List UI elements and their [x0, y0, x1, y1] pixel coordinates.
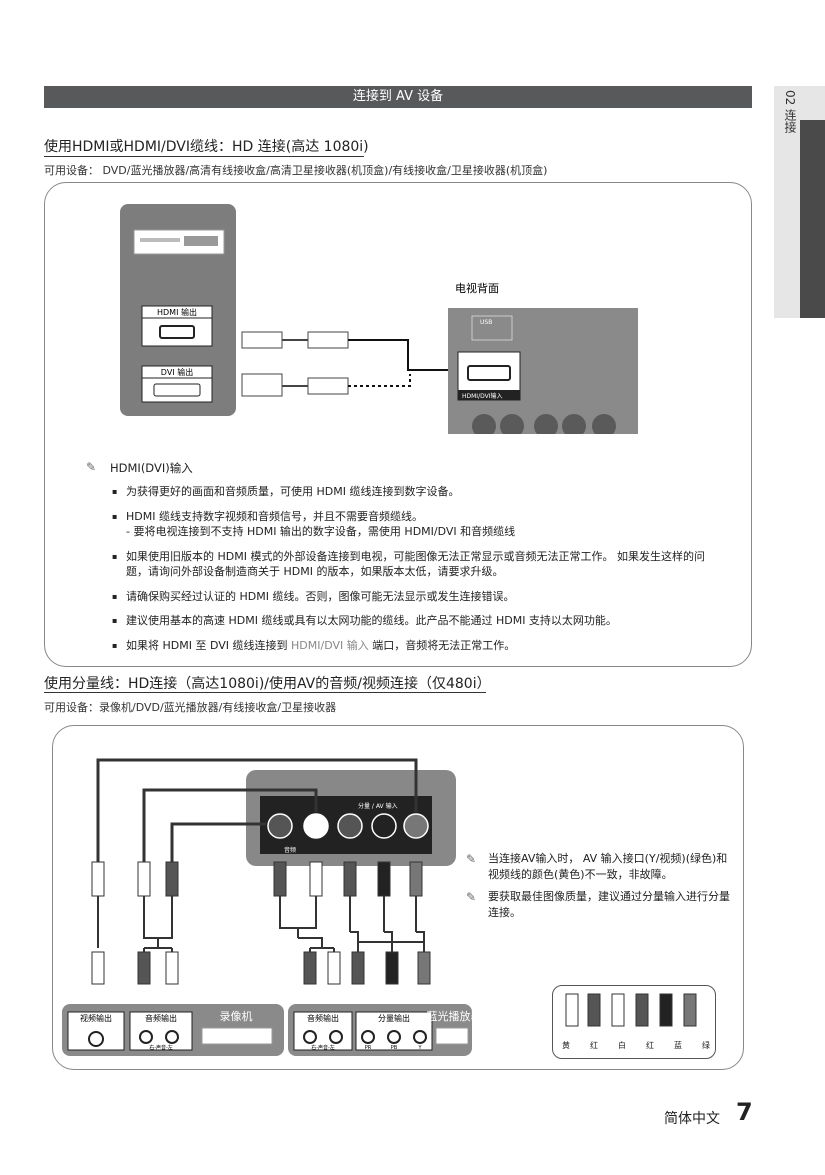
pr-jack — [337, 813, 363, 839]
legend-blue: 蓝 — [674, 1041, 682, 1050]
side-tab-marker — [800, 120, 825, 318]
audio-l-jack — [303, 813, 329, 839]
legend-green: 绿 — [702, 1041, 710, 1050]
section1-title: 使用HDMI或HDMI/DVI缆线：HD 连接(高达 1080i) — [44, 139, 369, 155]
legend-white: 白 — [618, 1041, 626, 1050]
bluray-label: 蓝光播放器 — [427, 1009, 479, 1023]
dvi-plug — [241, 373, 283, 397]
page-number: 7 — [736, 1098, 753, 1126]
cable-color-labels: 黄 红 白 红 蓝 绿 — [562, 1040, 710, 1051]
section1-devices: 可用设备： DVD/蓝光播放器/高清有线接收盒/高清卫星接收器(机顶盒)/有线接… — [44, 164, 548, 177]
hdmi-connection-diagram: HDMI 输出 DVI 输出 电视背面 USB HDMI/DVI输入 — [120, 204, 638, 434]
audio-r-cable — [170, 822, 266, 862]
pr-label: PR — [365, 1045, 372, 1051]
list-item: 建议使用基本的高速 HDMI 缆线或具有以太网功能的缆线。此产品不能通过 HDM… — [112, 613, 722, 629]
note-pencil-icon: ✎ — [466, 852, 477, 866]
audio-l-cable — [142, 788, 318, 862]
y-label: Y — [417, 1045, 422, 1051]
bluray-audio-out-label: 音频输出 — [307, 1013, 339, 1023]
hdmi-dvi-input-label: HDMI/DVI输入 — [462, 392, 503, 400]
list-item: 请确保购买经过认证的 HDMI 缆线。否则，图像可能无法显示或发生连接错误。 — [112, 589, 722, 605]
tv-back-label: 电视背面 — [455, 281, 499, 295]
section1-title-underline — [44, 156, 364, 157]
side-tab-label: 02 连接 — [783, 90, 797, 134]
list-item: 为获得更好的画面和音频质量，可使用 HDMI 缆线连接到数字设备。 — [112, 484, 722, 500]
av-input-note: 当连接AV输入时， AV 输入接口(Y/视频)(绿色)和视频线的颜色(黄色)不一… — [488, 852, 728, 881]
audio-r-jack — [267, 813, 293, 839]
list-item: HDMI 缆线支持数字视频和音频信号，并且不需要音频缆线。- 要将电视连接到不支… — [112, 509, 722, 540]
legend-yellow: 黄 — [562, 1041, 570, 1050]
hdmi-cable-line — [348, 339, 460, 371]
vcr-label: 录像机 — [220, 1009, 253, 1023]
vcr-audio-lr-label: 右-声音-左 — [149, 1044, 173, 1051]
note-pencil-icon: ✎ — [86, 460, 97, 474]
usb-label: USB — [480, 319, 492, 326]
vcr-icon — [201, 1027, 273, 1045]
page-header-title: 连接到 AV 设备 — [352, 89, 444, 104]
component-quality-note: 要获取最佳图像质量，建议通过分量输入进行分量连接。 — [488, 890, 730, 919]
hdmi-output-label: HDMI 输出 — [157, 307, 197, 317]
component-connection-diagram: 分量 / AV 输入 音频 视频输出 音频输出 右-声音-左 录像机 — [62, 758, 479, 1056]
page-header-bar: 连接到 AV 设备 — [44, 86, 752, 108]
section2-devices: 可用设备：录像机/DVD/蓝光播放器/有线接收盒/卫星接收器 — [44, 701, 337, 714]
dvi-cable-line — [348, 374, 411, 387]
pb-jack — [371, 813, 397, 839]
component-out-label: 分量输出 — [378, 1013, 410, 1023]
legend-red-2: 红 — [646, 1041, 654, 1050]
section2-title: 使用分量线：HD连接（高达1080i)/使用AV的音频/视频连接（仅480i） — [44, 676, 491, 692]
footer-language: 简体中文 — [664, 1111, 720, 1127]
hdmi-notes-list: 为获得更好的画面和音频质量，可使用 HDMI 缆线连接到数字设备。 HDMI 缆… — [112, 484, 722, 662]
video-cable — [96, 758, 418, 862]
list-item: 如果使用旧版本的 HDMI 模式的外部设备连接到电视，可能图像无法正常显示或音频… — [112, 549, 722, 580]
vcr-audio-out-label: 音频输出 — [145, 1013, 177, 1023]
y-jack — [403, 813, 429, 839]
hdmi-plug-right — [307, 331, 349, 349]
hdmi-plug-left — [241, 331, 283, 349]
section2-title-underline — [44, 692, 486, 693]
port-name-highlight: HDMI/DVI 输入 — [291, 638, 369, 652]
bluray-audio-lr-label: 右-声音-左 — [311, 1044, 335, 1051]
bluray-icon — [435, 1027, 469, 1045]
pb-label: PB — [391, 1045, 398, 1051]
note-pencil-icon: ✎ — [466, 890, 477, 904]
legend-red: 红 — [590, 1041, 598, 1050]
list-item: 如果将 HDMI 至 DVI 缆线连接到 HDMI/DVI 输入 端口，音频将无… — [112, 638, 722, 654]
cable-color-legend — [552, 985, 716, 1059]
dvi-output-label: DVI 输出 — [161, 367, 193, 377]
list-item-sub: - 要将电视连接到不支持 HDMI 输出的数字设备，需使用 HDMI/DVI 和… — [126, 525, 516, 538]
component-input-label: 分量 / AV 输入 — [358, 802, 398, 810]
hdmi-plug-dvi-cable — [307, 377, 349, 395]
audio-input-label: 音频 — [284, 846, 296, 854]
video-out-label: 视频输出 — [80, 1013, 112, 1023]
hdmi-dvi-note-heading: HDMI(DVI)输入 — [110, 461, 193, 475]
cable-plug-icons — [565, 993, 697, 1027]
